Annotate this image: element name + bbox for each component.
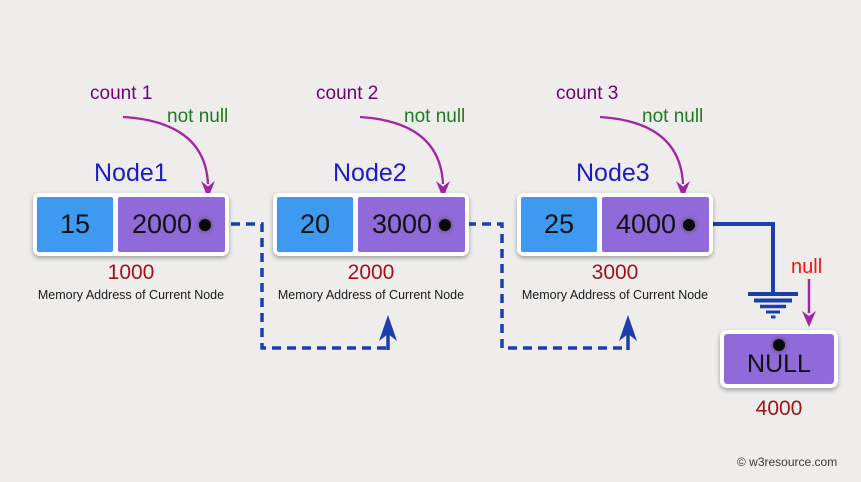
null-annotation-label: null [791, 256, 823, 278]
node-box-2: 20 3000 [273, 193, 469, 256]
next-pointer-head-1 [379, 315, 397, 341]
data-cell-3: 25 [521, 197, 597, 252]
watermark: © w3resource.com [737, 455, 838, 469]
pointer-cell-2: 3000 [358, 197, 465, 252]
address-caption-2: Memory Address of Current Node [277, 288, 465, 302]
count-label-2: count 2 [316, 83, 379, 104]
node-address-3: 3000 [591, 261, 639, 284]
not-null-label-1: not null [167, 106, 229, 127]
pointer-value-1: 2000 [131, 209, 193, 239]
pointer-cell-3: 4000 [602, 197, 709, 252]
data-cell-1: 15 [37, 197, 113, 252]
node-address-2: 2000 [347, 261, 395, 284]
node-box-3: 25 4000 [517, 193, 713, 256]
count-label-3: count 3 [556, 83, 619, 104]
pointer-dot-icon [199, 218, 212, 231]
count-label-1: count 1 [90, 83, 153, 104]
pointer-value-3: 4000 [615, 209, 677, 239]
node-title-3: Node3 [576, 159, 650, 187]
null-address: 4000 [755, 397, 803, 420]
not-null-label-3: not null [642, 106, 704, 127]
node-title-2: Node2 [333, 159, 407, 187]
pointer-dot-icon [773, 339, 785, 351]
not-null-label-2: not null [404, 106, 466, 127]
node-title-1: Node1 [94, 159, 168, 187]
null-value: NULL [747, 350, 811, 378]
address-caption-3: Memory Address of Current Node [521, 288, 709, 302]
pointer-dot-icon [683, 218, 696, 231]
pointer-cell-1: 2000 [118, 197, 225, 252]
next-pointer-head-2 [619, 315, 637, 341]
pointer-dot-icon [439, 218, 452, 231]
node-box-1: 15 2000 [33, 193, 229, 256]
data-cell-2: 20 [277, 197, 353, 252]
pointer-value-2: 3000 [371, 209, 433, 239]
node-address-1: 1000 [107, 261, 155, 284]
null-box: NULL [720, 330, 838, 388]
null-annotation-arrow-head [802, 311, 816, 327]
address-caption-1: Memory Address of Current Node [37, 288, 225, 302]
